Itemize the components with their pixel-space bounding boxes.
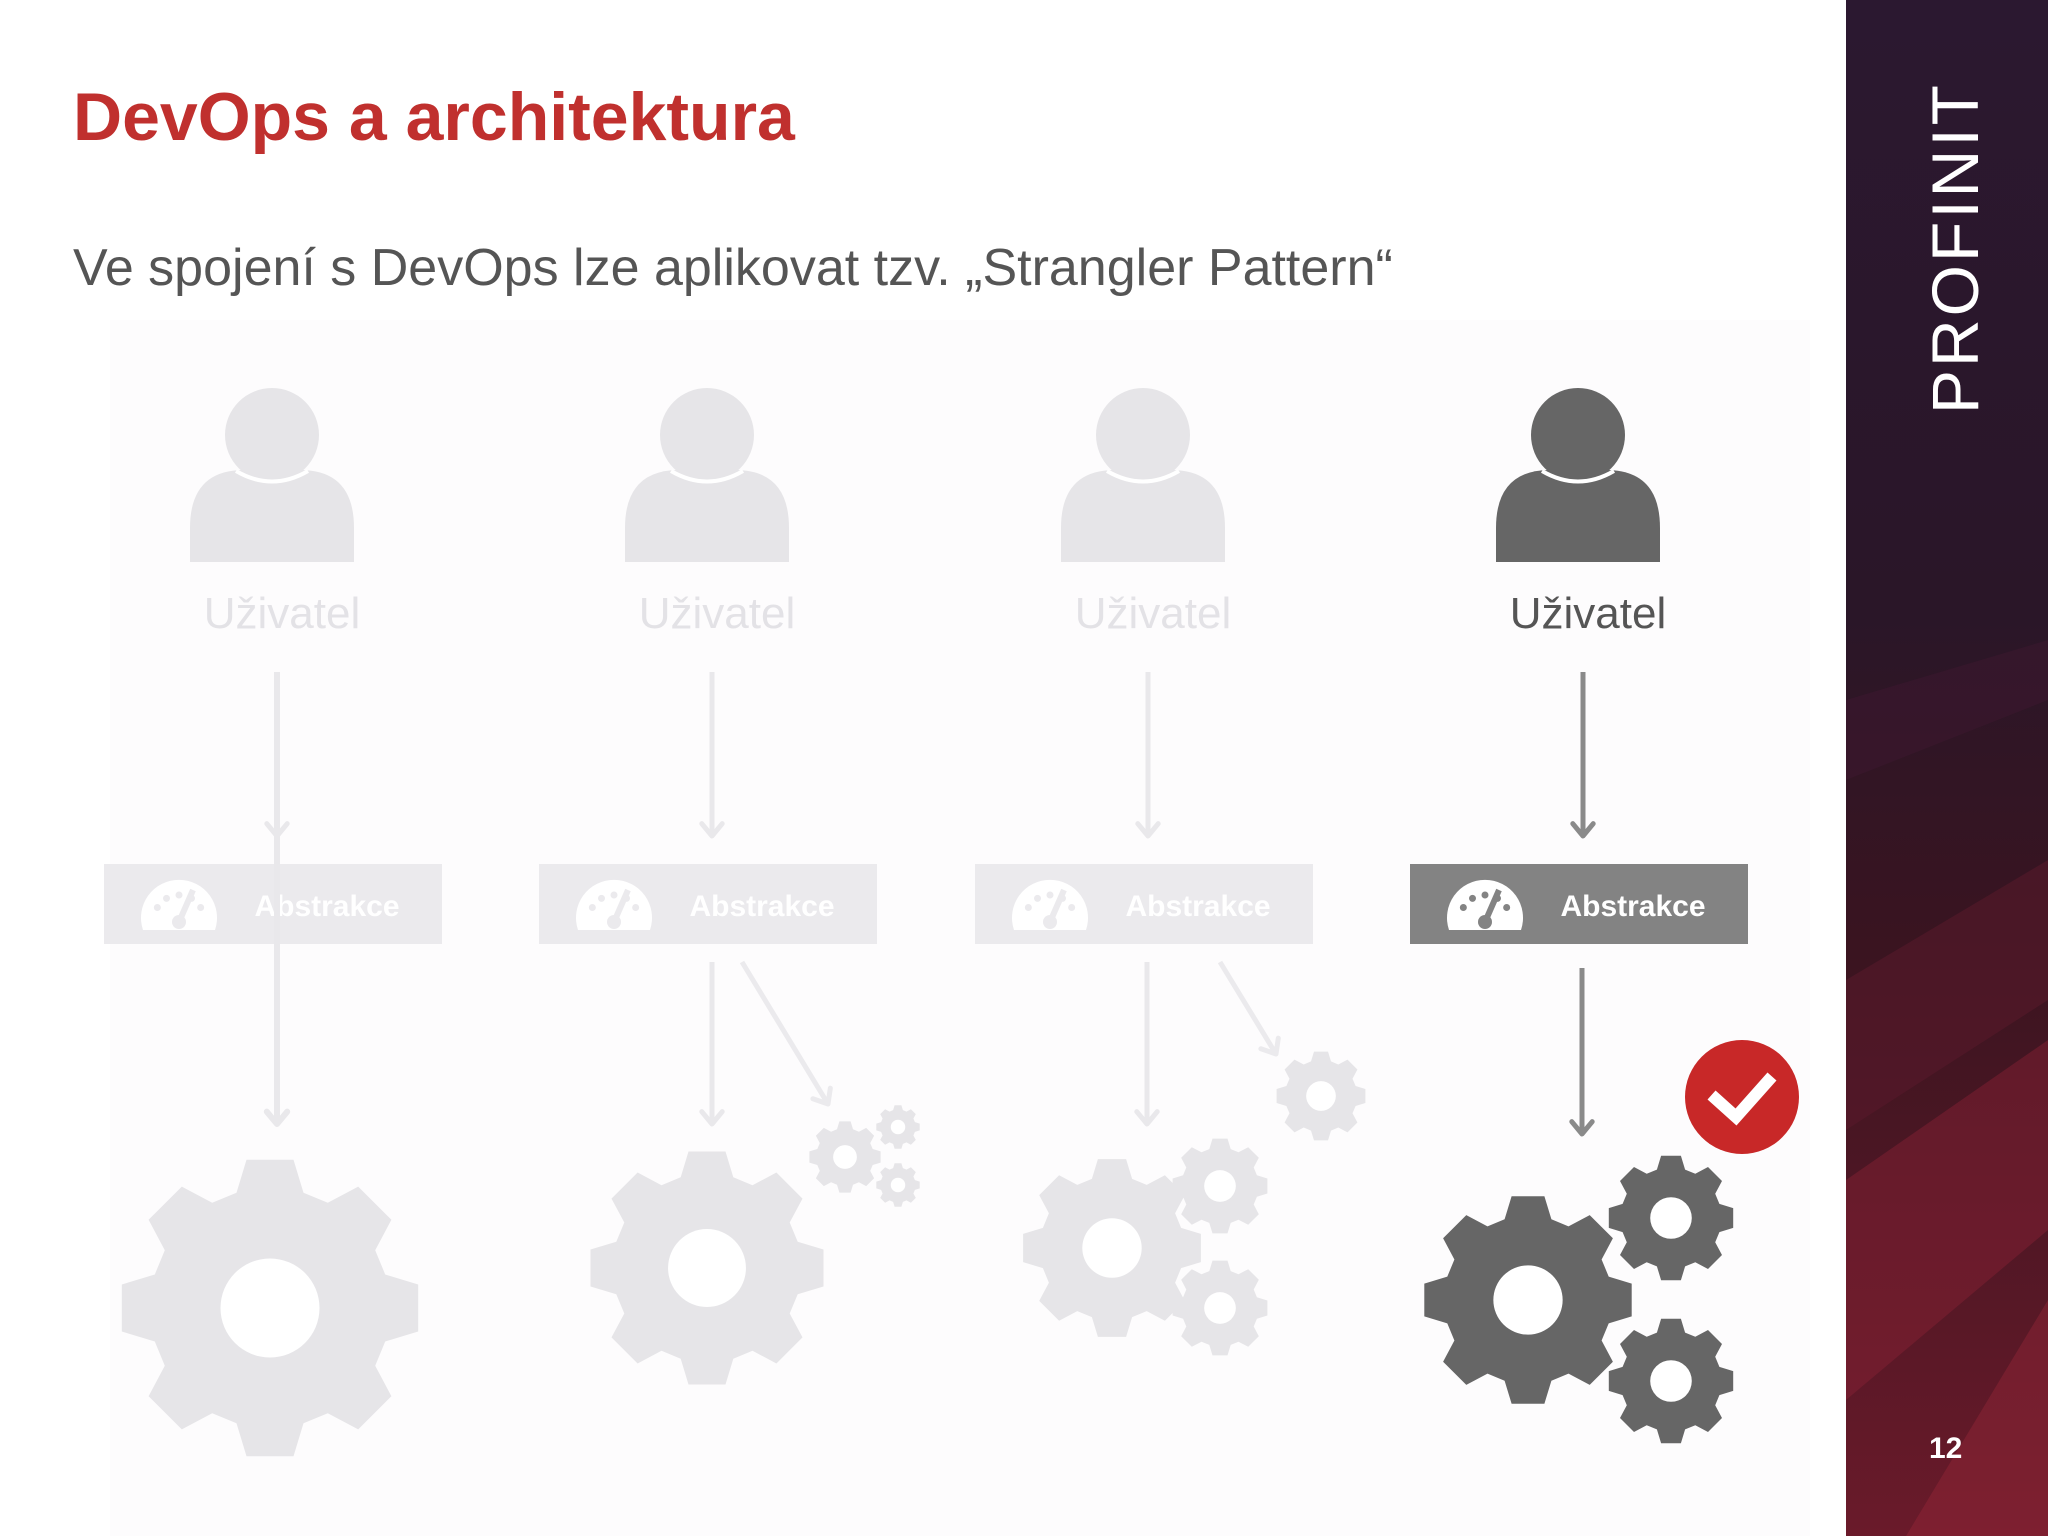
- arrow: [263, 672, 291, 1127]
- sidebar-decoration: [1846, 640, 2048, 1536]
- user-label: Uživatel: [204, 589, 361, 638]
- gear-icon: [590, 1151, 824, 1385]
- gear-icon: [121, 1159, 419, 1457]
- gear-icon: [1276, 1051, 1366, 1141]
- arrow: [1569, 968, 1595, 1137]
- gear-icon: [1023, 1159, 1201, 1337]
- abstraction-label: Abstrakce: [1560, 890, 1705, 923]
- arrow: [699, 962, 725, 1127]
- page-number: 12: [1929, 1432, 1963, 1465]
- abstraction-box: Abstrakce: [1410, 864, 1748, 944]
- gauge-icon: [141, 879, 217, 930]
- gear-icon: [876, 1105, 920, 1149]
- abstraction-label: Abstrakce: [1125, 890, 1270, 923]
- user-icon: [1061, 388, 1225, 562]
- gear-icon: [1424, 1196, 1632, 1404]
- arrow: [1134, 962, 1160, 1127]
- arrow: [1135, 672, 1161, 839]
- arrow: [699, 672, 725, 839]
- user-label: Uživatel: [639, 589, 796, 638]
- gauge-icon: [1447, 879, 1523, 930]
- gear-icon: [876, 1163, 920, 1207]
- slide-subtitle: Ve spojení s DevOps lze aplikovat tzv. „…: [73, 239, 1393, 297]
- gear-icon: [1608, 1155, 1734, 1281]
- gauge-icon: [1012, 879, 1088, 930]
- arrow: [739, 960, 833, 1107]
- gear-icon: [1608, 1318, 1734, 1444]
- gear-icon: [1172, 1260, 1268, 1356]
- gear-icon: [1172, 1138, 1268, 1234]
- arrow: [1217, 960, 1281, 1057]
- abstraction-box: Abstrakce: [975, 864, 1313, 944]
- check-icon: [1685, 1040, 1799, 1154]
- slide-title: DevOps a architektura: [73, 79, 795, 155]
- user-icon: [1496, 388, 1660, 562]
- gauge-icon: [576, 879, 652, 930]
- brand-sidebar: [1846, 0, 2048, 1536]
- user-icon: [190, 388, 354, 562]
- user-label: Uživatel: [1510, 589, 1667, 638]
- user-icon: [625, 388, 789, 562]
- abstraction-box: Abstrakce: [539, 864, 877, 944]
- abstraction-label: Abstrakce: [689, 890, 834, 923]
- profinit-logo: PROFINIT: [1918, 82, 1992, 414]
- arrow: [1570, 672, 1596, 839]
- gear-icon: [809, 1121, 881, 1193]
- abstraction-box: Abstrakce: [104, 864, 442, 944]
- user-label: Uživatel: [1075, 589, 1232, 638]
